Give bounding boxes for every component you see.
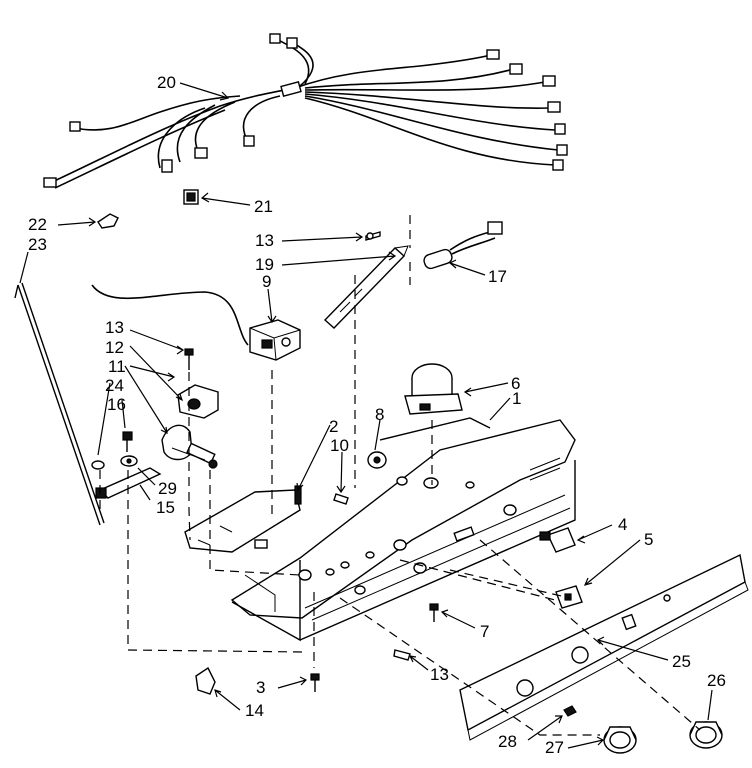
part-13-screw-top[interactable] bbox=[365, 231, 381, 241]
callout-13-left: 13 bbox=[105, 318, 124, 337]
callout-labels: 20 21 22 23 13 19 17 9 13 12 11 24 16 6 … bbox=[28, 73, 726, 757]
part-13-screw-bottom[interactable] bbox=[393, 649, 411, 661]
callout-7: 7 bbox=[480, 622, 489, 641]
callout-14: 14 bbox=[245, 701, 264, 720]
part-16-screw[interactable] bbox=[122, 431, 133, 452]
part-19-sensor[interactable] bbox=[323, 245, 409, 329]
part-22-clip[interactable] bbox=[97, 213, 119, 229]
part-4-switch[interactable] bbox=[539, 527, 576, 553]
part-23-rod[interactable] bbox=[14, 282, 105, 526]
callout-17: 17 bbox=[488, 267, 507, 286]
callout-15: 15 bbox=[156, 498, 175, 517]
part-9-control[interactable] bbox=[249, 319, 301, 361]
part-3-screw[interactable] bbox=[310, 673, 320, 692]
leader-arrows bbox=[19, 82, 713, 749]
callout-13-bottom: 13 bbox=[430, 665, 449, 684]
part-27-knob[interactable] bbox=[603, 726, 637, 754]
callout-24: 24 bbox=[105, 376, 124, 395]
wire-harness[interactable] bbox=[43, 33, 568, 189]
callout-2: 2 bbox=[329, 417, 338, 436]
part-6-relay[interactable] bbox=[404, 363, 463, 415]
part-7-screw[interactable] bbox=[429, 603, 439, 622]
part-13-screw-left[interactable] bbox=[184, 348, 194, 370]
part-5-switch[interactable] bbox=[555, 585, 583, 609]
callout-22: 22 bbox=[28, 215, 47, 234]
callout-26: 26 bbox=[707, 671, 726, 690]
part-8-grommet[interactable] bbox=[367, 451, 387, 469]
callout-16: 16 bbox=[107, 395, 126, 414]
callout-9: 9 bbox=[262, 272, 271, 291]
callout-10: 10 bbox=[330, 436, 349, 455]
capillary-tube bbox=[91, 284, 249, 346]
part-12-bracket[interactable] bbox=[177, 384, 219, 419]
part-26-knob[interactable] bbox=[689, 721, 723, 749]
callout-27: 27 bbox=[545, 738, 564, 757]
callout-23: 23 bbox=[28, 235, 47, 254]
callout-1: 1 bbox=[512, 389, 521, 408]
callout-12: 12 bbox=[105, 338, 124, 357]
callout-25: 25 bbox=[672, 652, 691, 671]
callout-3: 3 bbox=[256, 678, 265, 697]
callout-5: 5 bbox=[644, 530, 653, 549]
part-25-front-panel[interactable] bbox=[459, 553, 749, 741]
callout-6: 6 bbox=[511, 374, 520, 393]
callout-19: 19 bbox=[255, 255, 274, 274]
part-2-bracket[interactable] bbox=[184, 485, 302, 553]
callout-11: 11 bbox=[108, 357, 126, 376]
callout-29: 29 bbox=[158, 479, 177, 498]
part-10-screw[interactable] bbox=[333, 493, 349, 505]
callout-8: 8 bbox=[375, 405, 384, 424]
callout-20: 20 bbox=[157, 73, 176, 92]
part-14-clip[interactable] bbox=[195, 666, 216, 695]
part-21-connector[interactable] bbox=[183, 189, 199, 205]
callout-13-top: 13 bbox=[255, 231, 274, 250]
part-11-shaft[interactable] bbox=[161, 424, 218, 469]
part-28-insert[interactable] bbox=[563, 705, 577, 717]
callout-4: 4 bbox=[618, 515, 627, 534]
callout-21: 21 bbox=[254, 197, 273, 216]
part-1-control-housing[interactable] bbox=[230, 417, 576, 642]
part-17-thermistor[interactable] bbox=[409, 215, 503, 285]
callout-28: 28 bbox=[498, 732, 517, 751]
assembly-lines bbox=[99, 275, 701, 736]
part-15-linkage[interactable] bbox=[91, 455, 162, 499]
